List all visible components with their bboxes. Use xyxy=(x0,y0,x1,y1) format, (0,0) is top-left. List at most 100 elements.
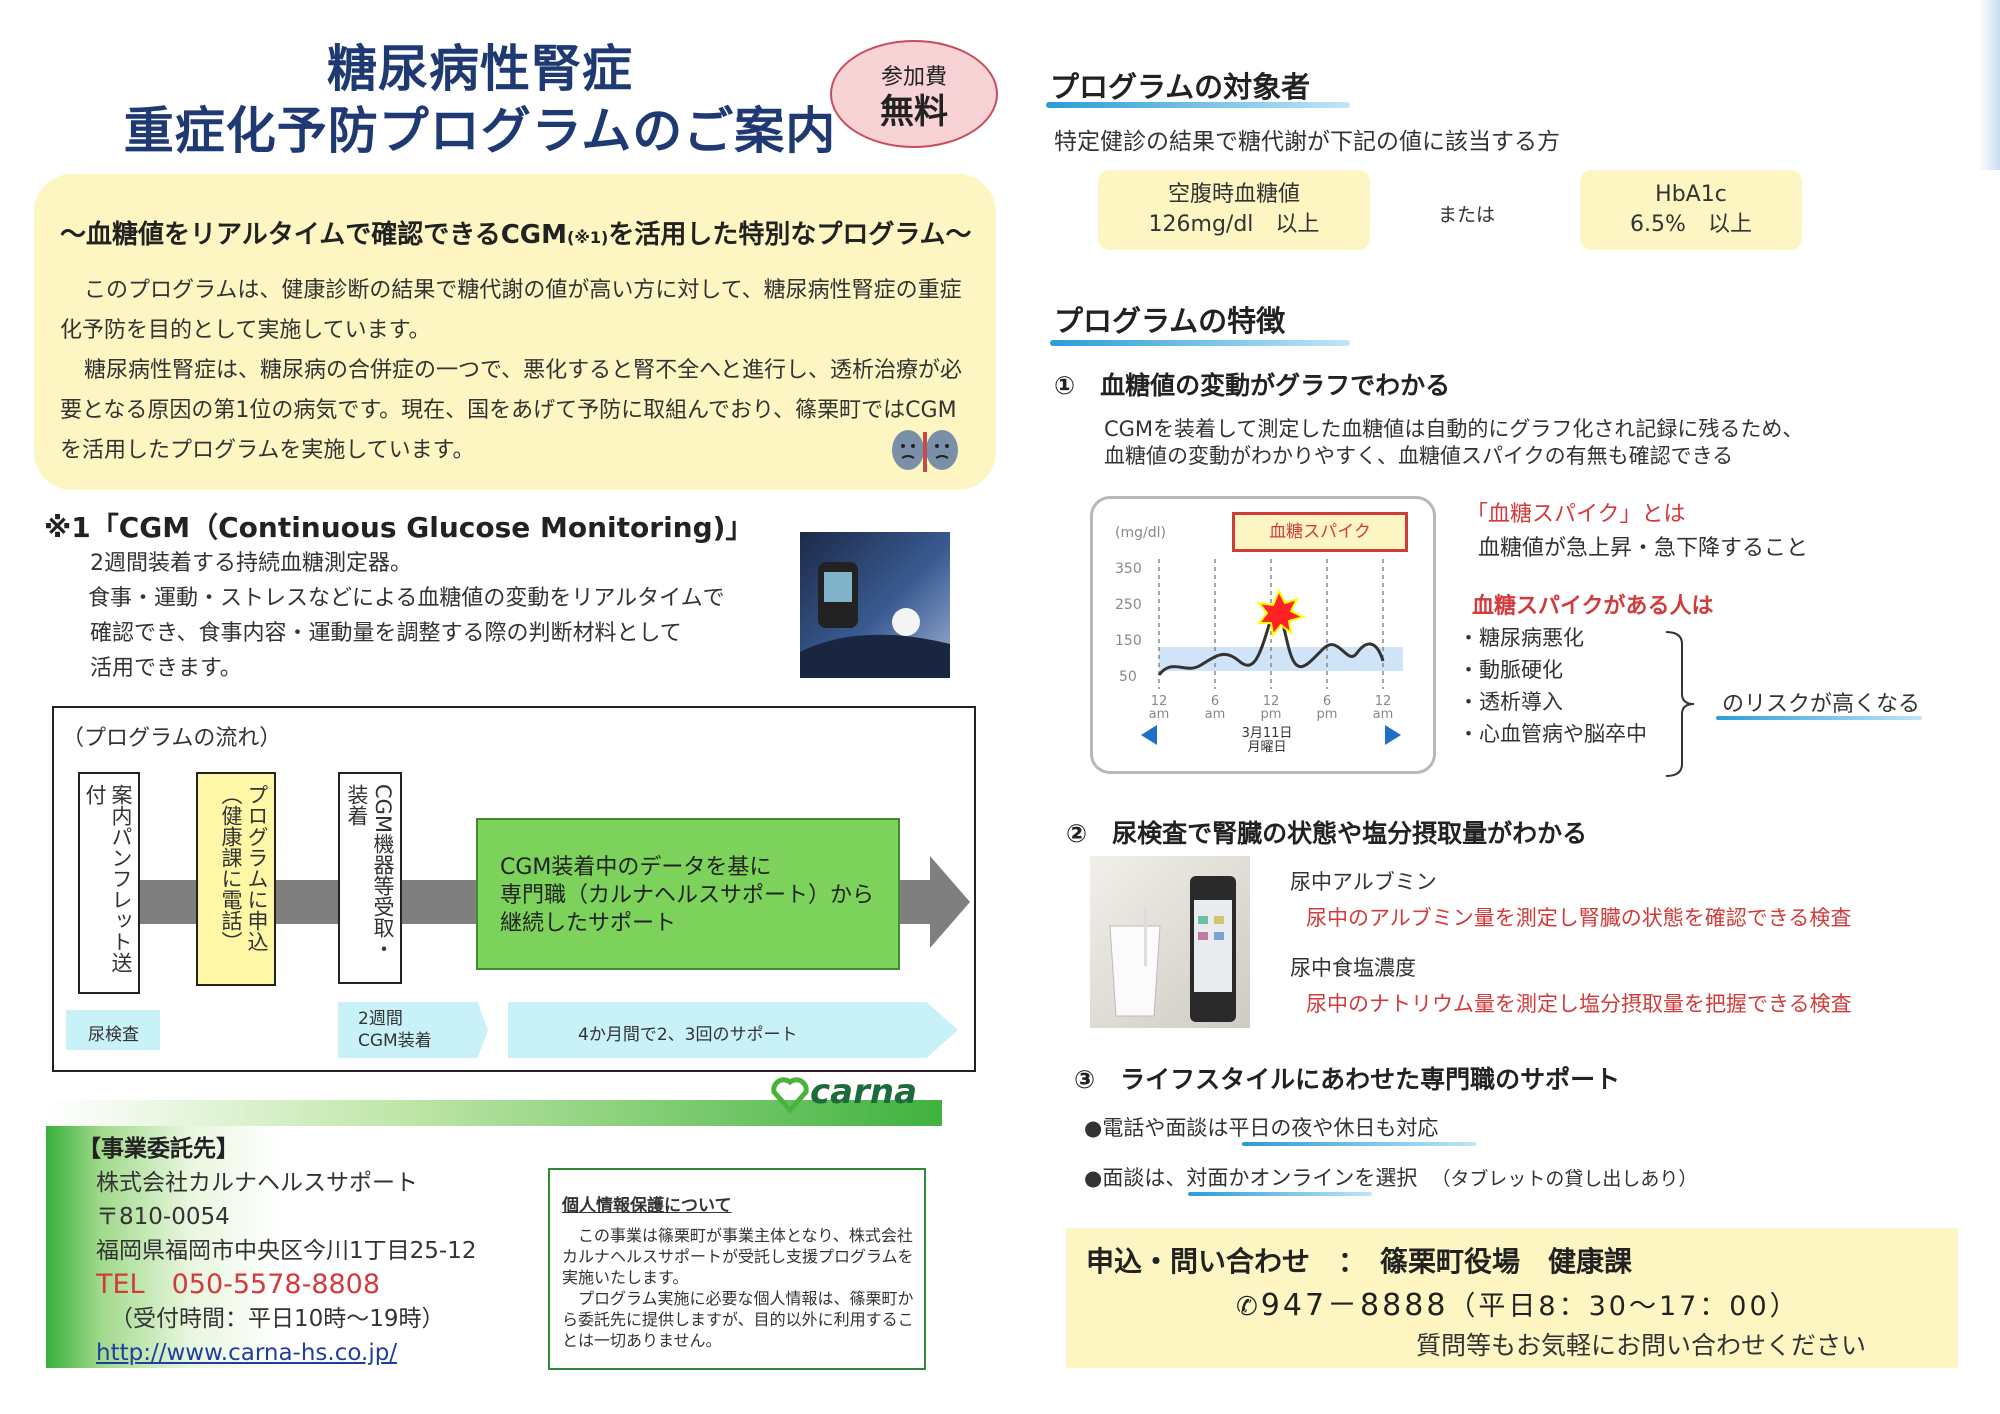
intro-headline-note: (※1) xyxy=(567,228,609,247)
graph-ytick: 250 xyxy=(1115,597,1142,613)
intro-para1: このプログラムは、健康診断の結果で糖代謝の値が高い方に対して、糖尿病性腎症の重症… xyxy=(60,278,962,343)
feature1-line: 血糖値の変動がわかりやすく、血糖値スパイクの有無も確認できる xyxy=(1104,444,1734,468)
badge-line1: 参加費 xyxy=(880,65,947,90)
feature3-line2-note: （タブレットの貸し出しあり） xyxy=(1431,1168,1698,1190)
target-head: プログラムの対象者 xyxy=(1050,70,1311,104)
graph-xtick: am xyxy=(1205,707,1226,722)
flow-tag-cgm-line: 2週間 xyxy=(358,1009,403,1029)
feature3-underline2 xyxy=(1188,1192,1372,1196)
company-zip: 〒810-0054 xyxy=(96,1204,230,1230)
company-info: 【事業委託先】 株式会社カルナヘルスサポート 〒810-0054 福岡県福岡市中… xyxy=(78,1132,477,1370)
privacy-para2: プログラム実施に必要な個人情報は、篠栗町から委託先に提供しますが、目的以外に利用… xyxy=(562,1289,914,1350)
flow-step-pamphlet: 案内パンフレット送付 xyxy=(78,772,140,994)
page-title: 糖尿病性腎症 重症化予防プログラムのご案内 xyxy=(70,38,890,162)
cgm-note-line: 2週間装着する持続血糖測定器。 xyxy=(90,551,412,576)
kidney-icon xyxy=(892,430,958,472)
flow-step-apply: プログラムに申込（健康課に電話） xyxy=(196,772,276,986)
feature3-line2: ●面談は、対面かオンラインを選択（タブレットの貸し出しあり） xyxy=(1084,1162,1697,1192)
risk-tail: のリスクが高くなる xyxy=(1722,692,1921,717)
company-address: 福岡県福岡市中央区今川1丁目25-12 xyxy=(96,1238,477,1264)
support-line: 専門職（カルナヘルスサポート）から xyxy=(500,883,875,908)
features-underline xyxy=(1050,340,1350,346)
company-url-link[interactable]: http://www.carna-hs.co.jp/ xyxy=(96,1340,398,1366)
risk-item: ・動脈硬化 xyxy=(1458,658,1563,682)
urine-test-illustration xyxy=(1109,876,1236,1022)
feature1-desc: CGMを装着して測定した血糖値は自動的にグラフ化され記録に残るため、 血糖値の変… xyxy=(1104,416,1803,470)
program-flow-frame xyxy=(52,706,976,1072)
spike-def-head: 「血糖スパイク」とは xyxy=(1466,502,1686,527)
glucose-value: 126mg/dl 以上 xyxy=(1148,212,1320,237)
cgm-note-line: 食事・運動・ストレスなどによる血糖値の変動をリアルタイムで xyxy=(88,586,725,611)
graph-xtick: 6 xyxy=(1323,694,1331,709)
badge-line2: 無料 xyxy=(880,92,948,132)
flow-step-support: CGM装着中のデータを基に 専門職（カルナヘルスサポート）から 継続したサポート xyxy=(476,818,900,970)
cgm-note-line: 活用できます。 xyxy=(90,656,242,681)
graph-xtick: pm xyxy=(1317,707,1338,722)
spike-burst-icon xyxy=(1256,588,1306,638)
graph-xtick: pm xyxy=(1261,707,1282,722)
privacy-para1: この事業は篠栗町が事業主体となり、株式会社カルナヘルスサポートが受託し支援プログ… xyxy=(562,1226,914,1287)
graph-ytick: 350 xyxy=(1115,561,1142,577)
edge-strip xyxy=(1978,0,2000,170)
risk-item: ・透析導入 xyxy=(1458,690,1563,714)
carna-logo-text: carna xyxy=(810,1072,918,1112)
free-badge: 参加費 無料 xyxy=(830,40,998,148)
graph-xtick: 12 xyxy=(1375,694,1392,709)
graph-date: 3月11日 xyxy=(1242,726,1293,741)
target-box-glucose: 空腹時血糖値 126mg/dl 以上 xyxy=(1098,170,1370,250)
target-underline xyxy=(1046,102,1350,108)
intro-body: このプログラムは、健康診断の結果で糖代謝の値が高い方に対して、糖尿病性腎症の重症… xyxy=(60,271,966,471)
privacy-head: 個人情報保護について xyxy=(562,1196,732,1216)
graph-xtick: 12 xyxy=(1151,694,1168,709)
title-line1: 糖尿病性腎症 xyxy=(327,40,633,98)
spike-def: 血糖値が急上昇・急下降すること xyxy=(1478,536,1809,561)
intro-panel: ～血糖値をリアルタイムで確認できるCGM(※1)を活用した特別なプログラム～ こ… xyxy=(34,174,996,490)
graph-ytick: 150 xyxy=(1115,633,1142,649)
feature3-head: ③ ライフスタイルにあわせた専門職のサポート xyxy=(1074,1065,1621,1094)
salt-desc: 尿中のナトリウム量を測定し塩分摂取量を把握できる検査 xyxy=(1306,992,1852,1016)
target-desc: 特定健診の結果で糖代謝が下記の値に該当する方 xyxy=(1054,129,1560,155)
company-head: 【事業委託先】 xyxy=(78,1136,239,1162)
flow-tag-cgm: 2週間 CGM装着 xyxy=(338,1002,488,1058)
intro-para2: 糖尿病性腎症は、糖尿病の合併症の一つで、悪化すると腎不全へと進行し、透析治療が必… xyxy=(60,358,963,463)
contact-line3: 質問等もお気軽にお問い合わせください xyxy=(1416,1331,1867,1360)
intro-headline-tail: を活用した特別なプログラム～ xyxy=(608,220,972,250)
contact-line1: 申込・問い合わせ ： 篠栗町役場 健康課 xyxy=(1086,1245,1633,1278)
graph-prev-icon[interactable] xyxy=(1141,725,1157,745)
flow-tag-cgm-line: CGM装着 xyxy=(358,1031,432,1051)
company-name: 株式会社カルナヘルスサポート xyxy=(96,1170,418,1196)
carna-heart-icon xyxy=(771,1076,809,1114)
features-head: プログラムの特徴 xyxy=(1054,304,1286,338)
contact-phone-line: ✆947－8888（平日8：30～17：00） xyxy=(1236,1280,1938,1324)
privacy-box: 個人情報保護について この事業は篠栗町が事業主体となり、株式会社カルナヘルスサポ… xyxy=(548,1168,926,1370)
support-line: 継続したサポート xyxy=(500,911,677,936)
hba1c-value: 6.5% 以上 xyxy=(1630,212,1752,237)
risk-item: ・心血管病や脳卒中 xyxy=(1458,722,1647,746)
graph-next-icon[interactable] xyxy=(1385,725,1401,745)
cgm-device-photo xyxy=(800,532,950,678)
graph-ytick: 50 xyxy=(1119,669,1137,685)
title-line2: 重症化予防プログラムのご案内 xyxy=(123,102,837,160)
hba1c-label: HbA1c xyxy=(1655,182,1727,207)
contact-phone-hours: （平日8：30～17：00） xyxy=(1448,1291,1800,1322)
cgm-note-body: 2週間装着する持続血糖測定器。 食事・運動・ストレスなどによる血糖値の変動をリア… xyxy=(88,546,750,686)
spike-label: 血糖スパイク xyxy=(1232,512,1408,552)
graph-xtick: 12 xyxy=(1263,694,1280,709)
flow-label: （プログラムの流れ） xyxy=(62,726,282,751)
phone-icon: ✆ xyxy=(1236,1292,1261,1322)
company-hours: （受付時間：平日10時～19時） xyxy=(110,1306,445,1332)
feature3-line1: ●電話や面談は平日の夜や休日も対応 xyxy=(1084,1116,1439,1140)
feature3-underline1 xyxy=(1242,1142,1476,1146)
graph-xtick: 6 xyxy=(1211,694,1219,709)
urine-test-photo xyxy=(1090,856,1250,1028)
cgm-note-line: 確認でき、食事内容・運動量を調整する際の判断材料として xyxy=(90,621,682,646)
risk-item: ・糖尿病悪化 xyxy=(1458,626,1584,650)
cgm-device-illustration xyxy=(800,562,950,678)
albumin-head: 尿中アルブミン xyxy=(1290,870,1437,894)
target-box-hba1c: HbA1c 6.5% 以上 xyxy=(1580,170,1802,250)
flow-step-cgm-receive: CGM機器等受取・装着 xyxy=(338,772,402,984)
contact-phone: 947－8888 xyxy=(1260,1288,1449,1323)
feature1-head: ① 血糖値の変動がグラフでわかる xyxy=(1054,371,1451,400)
cgm-note-title: ※1「CGM（Continuous Glucose Monitoring)」 xyxy=(44,511,754,544)
contact-panel: 申込・問い合わせ ： 篠栗町役場 健康課 ✆947－8888（平日8：30～17… xyxy=(1066,1228,1958,1368)
